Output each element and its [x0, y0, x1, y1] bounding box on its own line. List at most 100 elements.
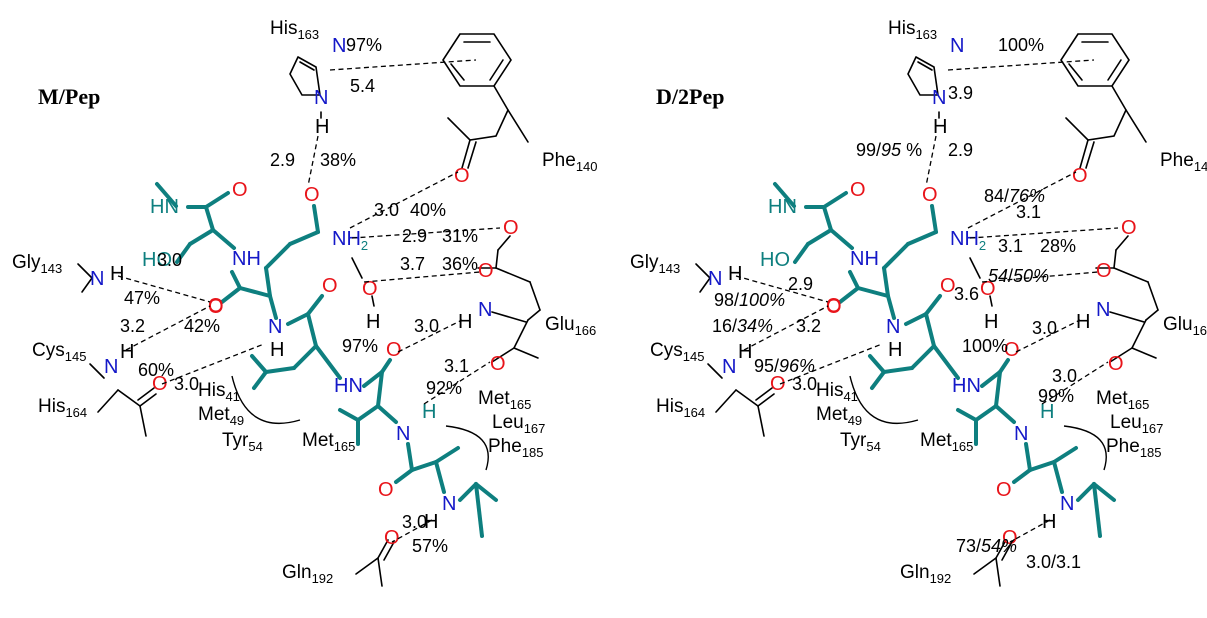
ligand-bond [806, 228, 833, 246]
ligand-bond [204, 205, 215, 232]
c-o-double [1085, 141, 1095, 169]
value-nh2-dist: 2.9 [402, 226, 427, 246]
ligand-bond [1076, 482, 1096, 502]
residue-cys145-sub: 145 [65, 349, 87, 364]
value-phe-pct: 40% [410, 200, 446, 220]
value-cys-dist: 3.2 [120, 316, 145, 336]
ligand-h-6: H [424, 511, 438, 533]
glu-bond [1115, 235, 1129, 251]
value-his-dist: 5.4 [350, 76, 375, 96]
ligand-bond [998, 358, 1010, 374]
value-glu-dist: 3.0 [1032, 318, 1057, 338]
panel-d-2pep: D/2PepNNHHis163OPhe140HNOHONHOONH2NHOHNO… [630, 18, 1207, 587]
hydrophobic-arc-right [1063, 425, 1107, 471]
residue-tyr54: Tyr54 [840, 430, 881, 454]
ligand-n-6: N [1060, 493, 1074, 515]
glu-bond [495, 267, 531, 283]
ligand-n-2: N [886, 316, 900, 338]
his164-double [137, 387, 155, 401]
nh2-text: NH [332, 228, 361, 250]
glu166-o-acid: O [1096, 260, 1112, 282]
hbond-cys145 [125, 305, 211, 351]
ligand-bond [773, 182, 796, 208]
imidazole-n-top: N [950, 35, 964, 57]
ligand-bond [155, 182, 178, 208]
value-cys-pct-part-1: 34% [737, 316, 773, 336]
glu-bond [513, 347, 539, 359]
gln-bond [995, 539, 1007, 559]
residue-met165-left-name: Met [302, 430, 334, 451]
ligand-bond [994, 404, 1016, 424]
residue-gln192-name: Gln [900, 562, 930, 583]
ligand-hn-3: HN [334, 375, 363, 397]
residue-cys145-name: Cys [650, 340, 683, 361]
ligand-bond [474, 482, 498, 502]
glu-bond [1131, 319, 1147, 349]
gly143-target-o: O [826, 296, 842, 318]
gln-bond [973, 557, 997, 575]
residue-gly143: Gly143 [12, 252, 62, 276]
residue-his163: His163 [270, 18, 319, 42]
glu-bond [1145, 309, 1159, 321]
residue-met165-left: Met165 [920, 430, 973, 454]
value-gly-dist: 3.0 [157, 250, 182, 270]
residue-phe185-sub: 185 [1140, 445, 1162, 460]
glu166-o-top: O [1121, 217, 1137, 239]
ligand-h-5: H [1040, 401, 1054, 423]
residue-tyr54-sub: 54 [866, 439, 880, 454]
residue-phe185-name: Phe [488, 436, 522, 457]
residue-gln192-sub: 192 [930, 571, 952, 586]
ligand-gln-o: O [922, 184, 938, 206]
ligand-o-2: O [208, 295, 224, 317]
residue-met165-left-name: Met [920, 430, 952, 451]
value-phe-pct-part-0: 84/ [984, 186, 1009, 206]
value-gln-pct-part-1: 54% [981, 536, 1017, 556]
value-cys-pct-part-0: 16/ [712, 316, 737, 336]
gln192-o: O [384, 527, 400, 549]
ligand-bond [980, 370, 1002, 388]
ligand-bond [910, 344, 936, 370]
ligand-h-6: H [1042, 511, 1056, 533]
ligand-bond [868, 354, 886, 374]
ligand-bond [1028, 460, 1056, 472]
ligand-bond [238, 286, 272, 298]
value-phe-pct-part-1: 76% [1009, 186, 1045, 206]
ligand-n-2: N [268, 316, 282, 338]
value-his164-pct-part-1: 96% [779, 356, 815, 376]
ligand-bond [924, 294, 942, 316]
value-his164-dist: 3.0 [174, 374, 199, 394]
hydrophobic-arc-right [445, 425, 489, 471]
glu166-h: H [1076, 311, 1090, 333]
value-water-pct-part-2: 50% [1013, 266, 1049, 286]
hbond-gln192 [391, 519, 433, 543]
ligand-bond [882, 242, 910, 270]
glu-bond [1113, 267, 1149, 283]
residue-cys145-sub: 145 [683, 349, 705, 364]
gly-bond [77, 263, 93, 279]
residue-leu167: Leu167 [492, 412, 545, 436]
ligand-bond [188, 228, 215, 246]
residue-his163-sub: 163 [915, 27, 937, 42]
gln-double [1001, 541, 1013, 561]
value-phe-pct: 84/76% [984, 186, 1045, 206]
value-h163-dist: 2.9 [270, 150, 295, 170]
residue-phe185-name: Phe [1106, 436, 1140, 457]
his164-double [755, 387, 773, 401]
ligand-nh2: NH2 [950, 228, 986, 253]
value-gly-dist: 2.9 [788, 274, 813, 294]
ligand-bond [1052, 446, 1078, 464]
value-his164-dist: 3.0 [792, 374, 817, 394]
glu-bond [497, 235, 511, 251]
residue-phe140: Phe140 [1160, 150, 1207, 174]
residue-gly143-sub: 143 [659, 261, 681, 276]
ligand-bond [268, 294, 278, 320]
imidazole-n-top: N [332, 35, 346, 57]
imidazole-ring [289, 56, 321, 96]
value-h163-pct: 99/95 % [856, 140, 922, 160]
cys-bond [707, 363, 723, 379]
residue-phe185-sub: 185 [522, 445, 544, 460]
gln192-o: O [1002, 527, 1018, 549]
gly143-h: H [110, 263, 124, 285]
cys-bond [89, 363, 105, 379]
